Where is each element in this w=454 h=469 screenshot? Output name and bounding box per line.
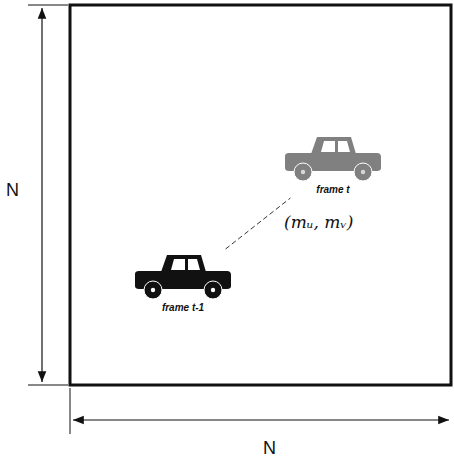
motion-vector (226, 198, 291, 249)
car-window (321, 141, 350, 152)
frame-label: frame t-1 (131, 302, 235, 313)
car-illustration (281, 134, 385, 182)
extension-line (28, 385, 68, 386)
dimension-label: N (6, 180, 19, 201)
car-cabin (161, 255, 206, 272)
frame-label: frame t (281, 184, 385, 195)
dimension-line (73, 419, 449, 420)
car-wheel (354, 163, 372, 181)
car-wheel (144, 281, 162, 299)
car-node: frame t (281, 134, 385, 195)
dimension-line (41, 8, 42, 382)
wheel-hub (151, 288, 155, 292)
car-illustration (131, 252, 235, 300)
car-wheel (204, 281, 222, 299)
car-window (171, 259, 200, 270)
car-wheel (294, 163, 312, 181)
image-frame (70, 5, 451, 385)
wheel-hub (361, 170, 365, 174)
car-cabin (311, 137, 356, 154)
extension-line (70, 388, 71, 434)
wheel-hub (211, 288, 215, 292)
car-node: frame t-1 (131, 252, 235, 313)
extension-line (28, 5, 68, 6)
wheel-hub (301, 170, 305, 174)
vector-label: (mᵤ, mᵥ) (282, 212, 355, 232)
dimension-label: N (263, 438, 276, 459)
